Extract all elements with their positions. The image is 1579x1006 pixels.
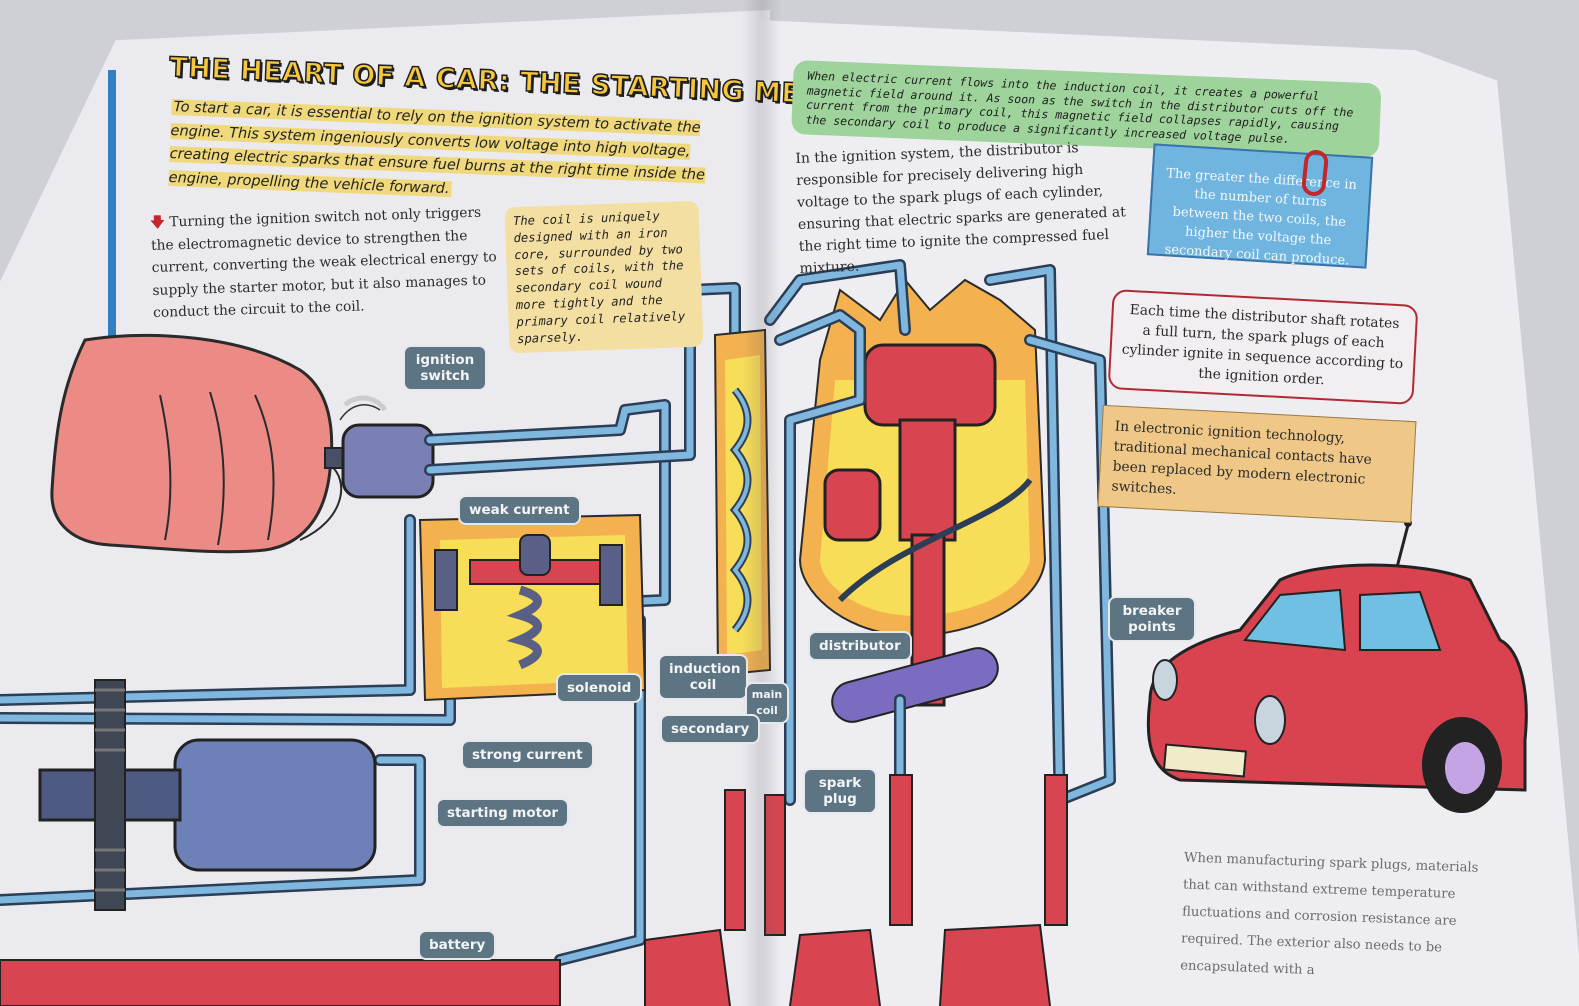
label-battery: battery [420,932,495,958]
solenoid-illustration [418,513,647,702]
induction-coil-illustration [713,328,772,677]
spark-plug-text: When manufacturing spark plugs, material… [1179,850,1479,979]
ignition-switch-illustration [324,395,435,499]
label-strong-current: strong current [463,742,592,768]
distributor-rotation-note: Each time the distributor shaft rotates … [1107,289,1419,405]
turns-ratio-note: The greater the difference in the number… [1146,143,1374,269]
electronic-ignition-note: In electronic ignition technology, tradi… [1097,404,1417,524]
label-distributor: distributor [810,633,910,659]
distributor-illustration [798,278,1047,723]
down-arrow-icon: 🡇 [150,214,170,231]
label-spark-plug: spark plug [805,770,875,812]
car-illustration [1146,519,1528,813]
spark-plugs-illustration [644,774,1068,1006]
label-starting-motor: starting motor [438,800,568,826]
hand-illustration [50,333,343,554]
wiring-right [764,259,1116,826]
label-solenoid: solenoid [558,675,641,701]
starter-motor-illustration [38,679,377,911]
intro-highlight: To start a car, it is essential to rely … [168,98,706,197]
label-breaker-points: breaker points [1110,598,1194,640]
rotate-arrow-icon [339,404,381,421]
label-main-coil: main coil [747,684,787,722]
coil-note: The coil is uniquely designed with an ir… [504,200,704,354]
label-secondary: secondary [662,716,759,742]
ignition-switch-paragraph: Turning the ignition switch not only tri… [150,204,497,321]
label-ignition-switch: ignition switch [405,347,485,389]
label-induction-coil: induction coil [660,656,746,698]
book-spine [742,0,782,1006]
label-weak-current: weak current [460,497,579,523]
battery-illustration [0,959,561,1006]
ignition-switch-text: 🡇 Turning the ignition switch not only t… [150,201,501,324]
distributor-text: In the ignition system, the distributor … [795,140,1127,277]
